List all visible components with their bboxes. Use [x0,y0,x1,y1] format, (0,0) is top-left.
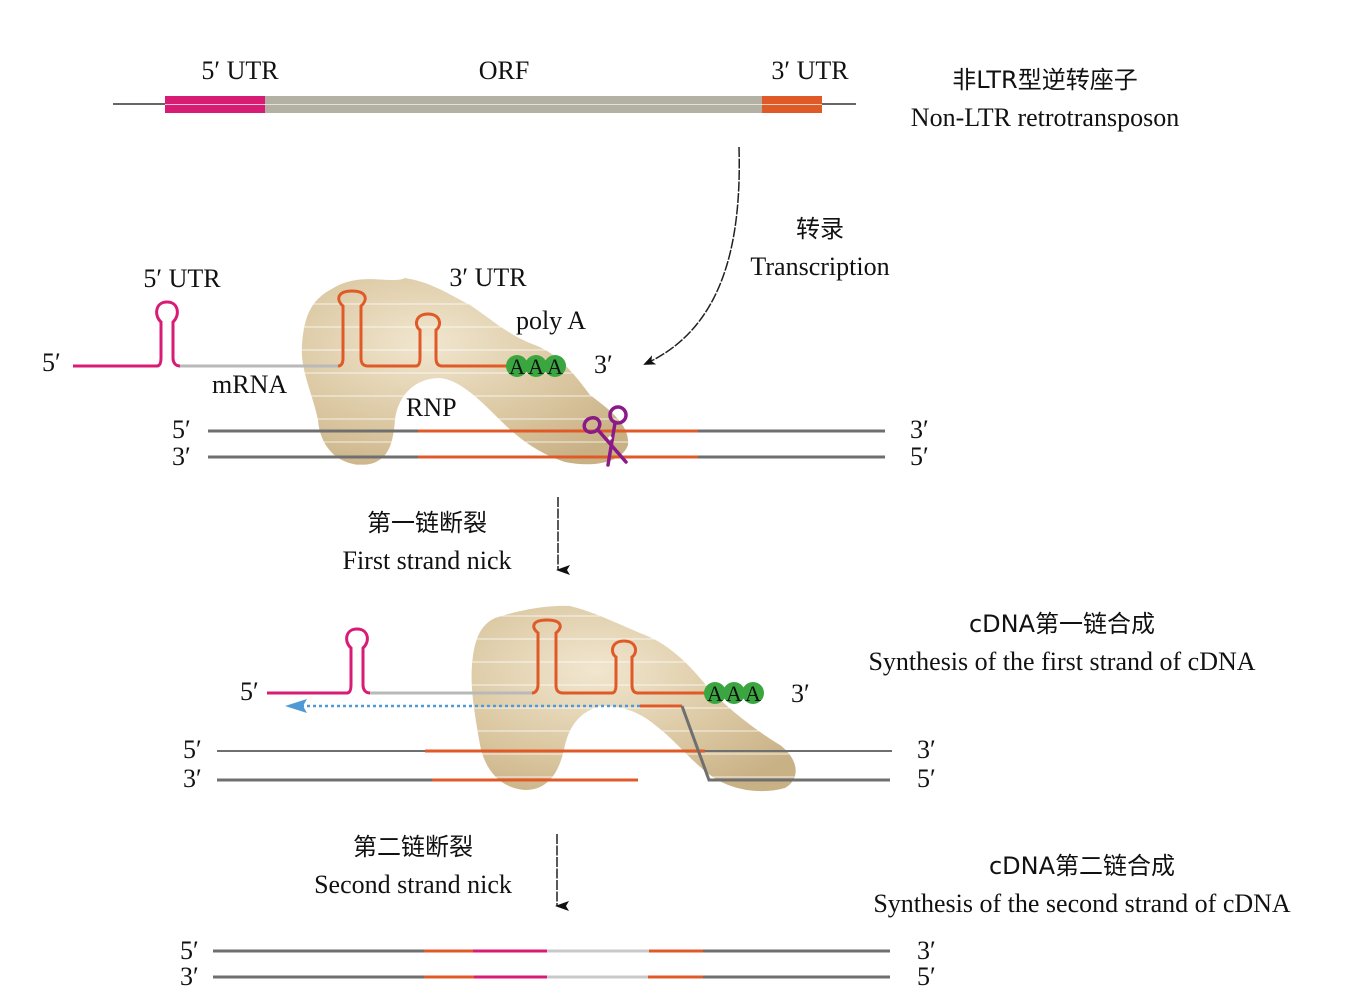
first-nick-en: First strand nick [342,546,512,575]
label-rnp: RNP [406,393,457,422]
poly-a-bead-label: A [509,354,525,379]
label-mrna-3prime: 3′ [594,350,613,379]
title-en: Non-LTR retrotransposon [910,103,1180,132]
poly-a-bead [742,682,764,704]
poly-a-bead [723,682,745,704]
dna2-bottom-right-bent [680,705,890,782]
poly-a-bead [525,355,547,377]
second-nick-en: Second strand nick [314,870,512,899]
label-final-bottom-left: 3′ [180,962,199,991]
transcription-arrow [643,146,741,365]
transcription-zh: 转录 [796,215,844,243]
first-synthesis-zh: cDNA第一链合成 [968,610,1156,638]
second-nick-label: 第二链断裂 Second strand nick [314,829,512,903]
mrna2-3utr-hairpins [531,618,705,695]
label-mrna: mRNA [212,370,288,399]
poly-a-bead-label: A [528,354,544,379]
label-mrna2-5prime: 5′ [240,677,259,706]
first-nick-label: 第一链断裂 First strand nick [343,505,512,579]
transcription-label: 转录 Transcription [750,211,889,285]
label-final-top-right: 3′ [917,936,936,965]
label-dna2-top-left: 5′ [183,735,202,764]
label-dna2-bottom-right: 5′ [917,764,936,793]
title-block: 非LTR型逆转座子 Non-LTR retrotransposon [911,62,1179,136]
poly-a-bead-label: A [726,681,742,706]
poly-a-bead-label: A [547,354,563,379]
label-mrna-5prime: 5′ [42,348,61,377]
label-poly-a: poly A [515,306,587,335]
mrna2-5utr-hairpin [267,627,371,695]
label-mrna2-3prime: 3′ [791,679,810,708]
label-3utr-stage1: 3′ UTR [449,263,527,292]
transcription-en: Transcription [750,252,890,281]
first-nick-zh: 第一链断裂 [367,509,487,537]
label-dna1-top-left: 5′ [172,415,191,444]
first-synthesis-label: cDNA第一链合成 Synthesis of the first strand … [868,606,1255,680]
first-synthesis-en: Synthesis of the first strand of cDNA [868,647,1256,676]
label-final-bottom-right: 5′ [917,962,936,991]
label-dna2-bottom-left: 3′ [183,764,202,793]
scissors-icon [582,405,628,467]
label-3utr-top: 3′ UTR [771,56,849,85]
label-5utr-stage1: 5′ UTR [143,264,221,293]
poly-a-bead [704,682,726,704]
cdna-arrowhead-icon [285,699,307,713]
mrna-5utr-hairpin [73,300,181,368]
second-synthesis-label: cDNA第二链合成 Synthesis of the second strand… [873,848,1290,922]
poly-a-bead-label: A [745,681,761,706]
label-5utr-top: 5′ UTR [201,56,279,85]
poly-a-bead-label: A [707,681,723,706]
second-nick-zh: 第二链断裂 [353,833,473,861]
mrna-3utr-hairpins [337,289,508,368]
second-synthesis-zh: cDNA第二链合成 [988,852,1176,880]
label-dna1-bottom-right: 5′ [910,442,929,471]
label-final-top-left: 5′ [180,936,199,965]
label-orf-top: ORF [478,56,530,85]
poly-a-bead [506,355,528,377]
label-dna2-top-right: 3′ [917,735,936,764]
label-dna1-top-right: 3′ [910,415,929,444]
title-zh: 非LTR型逆转座子 [952,66,1138,94]
poly-a-bead [544,355,566,377]
second-synthesis-en: Synthesis of the second strand of cDNA [873,889,1291,918]
label-dna1-bottom-left: 3′ [172,442,191,471]
